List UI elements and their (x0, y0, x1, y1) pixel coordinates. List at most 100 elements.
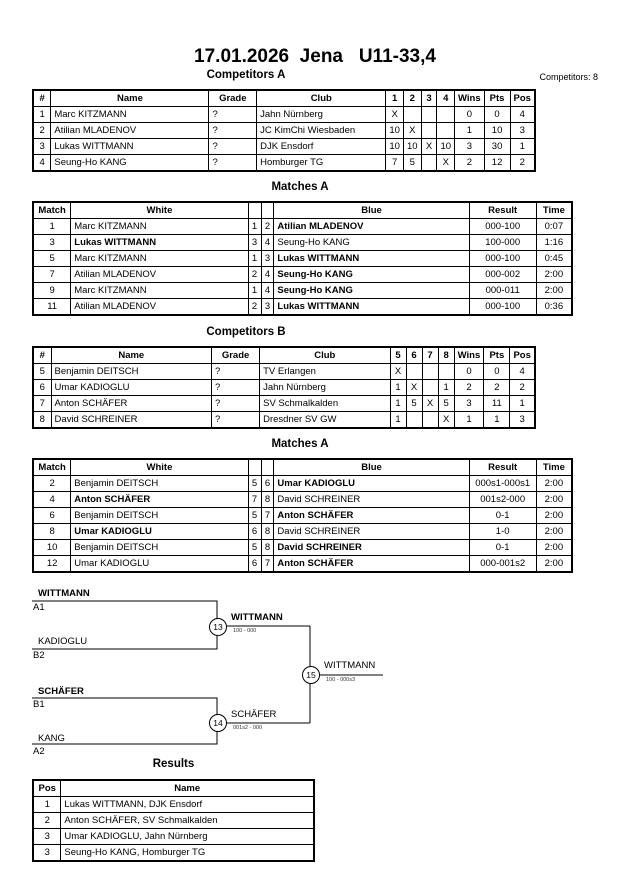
match-white-cell: Marc KITZMANN (70, 218, 249, 235)
match-match-cell: 9 (32, 282, 72, 299)
match-time-cell: 2:00 (535, 491, 573, 508)
table-cell: David SCHREINER (50, 411, 213, 429)
table-cell: 0 (454, 106, 485, 123)
match-wn-cell: 1 (247, 218, 262, 235)
match-wn-cell: 5 (247, 539, 262, 556)
match-result-cell: 000-100 (468, 298, 537, 316)
table-cell: 7 (32, 395, 52, 412)
match-wn-cell: 7 (247, 491, 262, 508)
table-cell (437, 363, 455, 380)
column-header: Match (32, 458, 72, 476)
match-time-cell: 2:00 (535, 282, 573, 299)
column-header: Result (468, 458, 537, 476)
table-cell: 5 (402, 154, 422, 172)
match-result-cell: 0-1 (468, 539, 537, 556)
match-time-cell: 2:00 (535, 523, 573, 540)
table-cell (421, 411, 439, 429)
table-cell: ? (210, 395, 261, 412)
table-cell: 2 (483, 379, 511, 396)
table-cell: 2 (454, 154, 485, 172)
table-cell: ? (208, 154, 258, 172)
sf2-bottom-seed: A2 (33, 746, 45, 757)
match-match-cell: 1 (32, 218, 72, 235)
column-header: 1 (385, 89, 404, 107)
column-header: White (70, 458, 249, 476)
table-cell: 0 (453, 363, 485, 380)
table-cell: ? (208, 122, 258, 139)
table-cell: X (437, 411, 455, 429)
match-time-cell: 0:36 (535, 298, 573, 316)
match-time-cell: 2:00 (535, 507, 573, 524)
table-cell: 5 (32, 363, 52, 380)
column-header: # (32, 346, 52, 364)
table-cell: Lukas WITTMANN, DJK Ensdorf (60, 796, 315, 813)
table-cell: ? (208, 106, 258, 123)
table-cell (436, 106, 456, 123)
column-header: Wins (454, 89, 485, 107)
table-cell: X (402, 122, 422, 139)
table-cell: JC KimChi Wiesbaden (256, 122, 387, 139)
match-wn-cell: 6 (247, 555, 262, 573)
column-header: Grade (210, 346, 261, 364)
match-15-number: 15 (302, 666, 320, 684)
table-cell: 0 (483, 363, 511, 380)
table-cell: 10 (402, 138, 422, 155)
table-cell: 10 (436, 138, 456, 155)
match-bn-cell: 7 (260, 507, 275, 524)
column-header: Wins (453, 346, 485, 364)
table-cell: ? (210, 363, 261, 380)
match-bn-cell: 3 (260, 250, 275, 267)
table-cell: Anton SCHÄFER, SV Schmalkalden (60, 812, 315, 829)
table-cell: 5 (437, 395, 455, 412)
column-header: Pts (483, 346, 511, 364)
column-header: White (70, 201, 249, 219)
match-blue-cell: Seung-Ho KANG (273, 282, 470, 299)
match-match-cell: 4 (32, 491, 72, 508)
sf1-bottom-name: KADIOGLU (38, 636, 88, 647)
match-blue-cell: David SCHREINER (273, 539, 470, 556)
match-bn-cell: 4 (260, 234, 275, 251)
table-cell: SV Schmalkalden (259, 395, 391, 412)
table-cell (421, 363, 439, 380)
table-cell: 0 (483, 106, 511, 123)
table-cell: 1 (32, 106, 52, 123)
match-blue-cell: Seung-Ho KANG (273, 234, 470, 251)
match-white-cell: Anton SCHÄFER (70, 491, 249, 508)
table-cell: Jahn Nürnberg (259, 379, 391, 396)
match-blue-cell: Lukas WITTMANN (273, 250, 470, 267)
match-blue-cell: Atilian MLADENOV (273, 218, 470, 235)
column-header: Pos (509, 89, 536, 107)
match-match-cell: 12 (32, 555, 72, 573)
match-wn-cell: 1 (247, 282, 262, 299)
table-cell (420, 106, 438, 123)
column-header: Grade (208, 89, 258, 107)
column-header: Blue (273, 458, 470, 476)
column-header: 2 (402, 89, 422, 107)
match-white-cell: Atilian MLADENOV (70, 298, 249, 316)
column-header (260, 458, 275, 476)
match-time-cell: 0:45 (535, 250, 573, 267)
match-time-cell: 2:00 (535, 539, 573, 556)
table-cell: 2 (453, 379, 485, 396)
match-match-cell: 5 (32, 250, 72, 267)
match-bn-cell: 8 (260, 523, 275, 540)
sf1-bottom-seed: B2 (33, 650, 45, 661)
table-cell: Lukas WITTMANN (50, 138, 210, 155)
match-time-cell: 1:16 (535, 234, 573, 251)
match-result-cell: 001s2-000 (468, 491, 537, 508)
table-cell (402, 106, 422, 123)
column-header: Pos (509, 346, 536, 364)
column-header: Name (50, 89, 210, 107)
